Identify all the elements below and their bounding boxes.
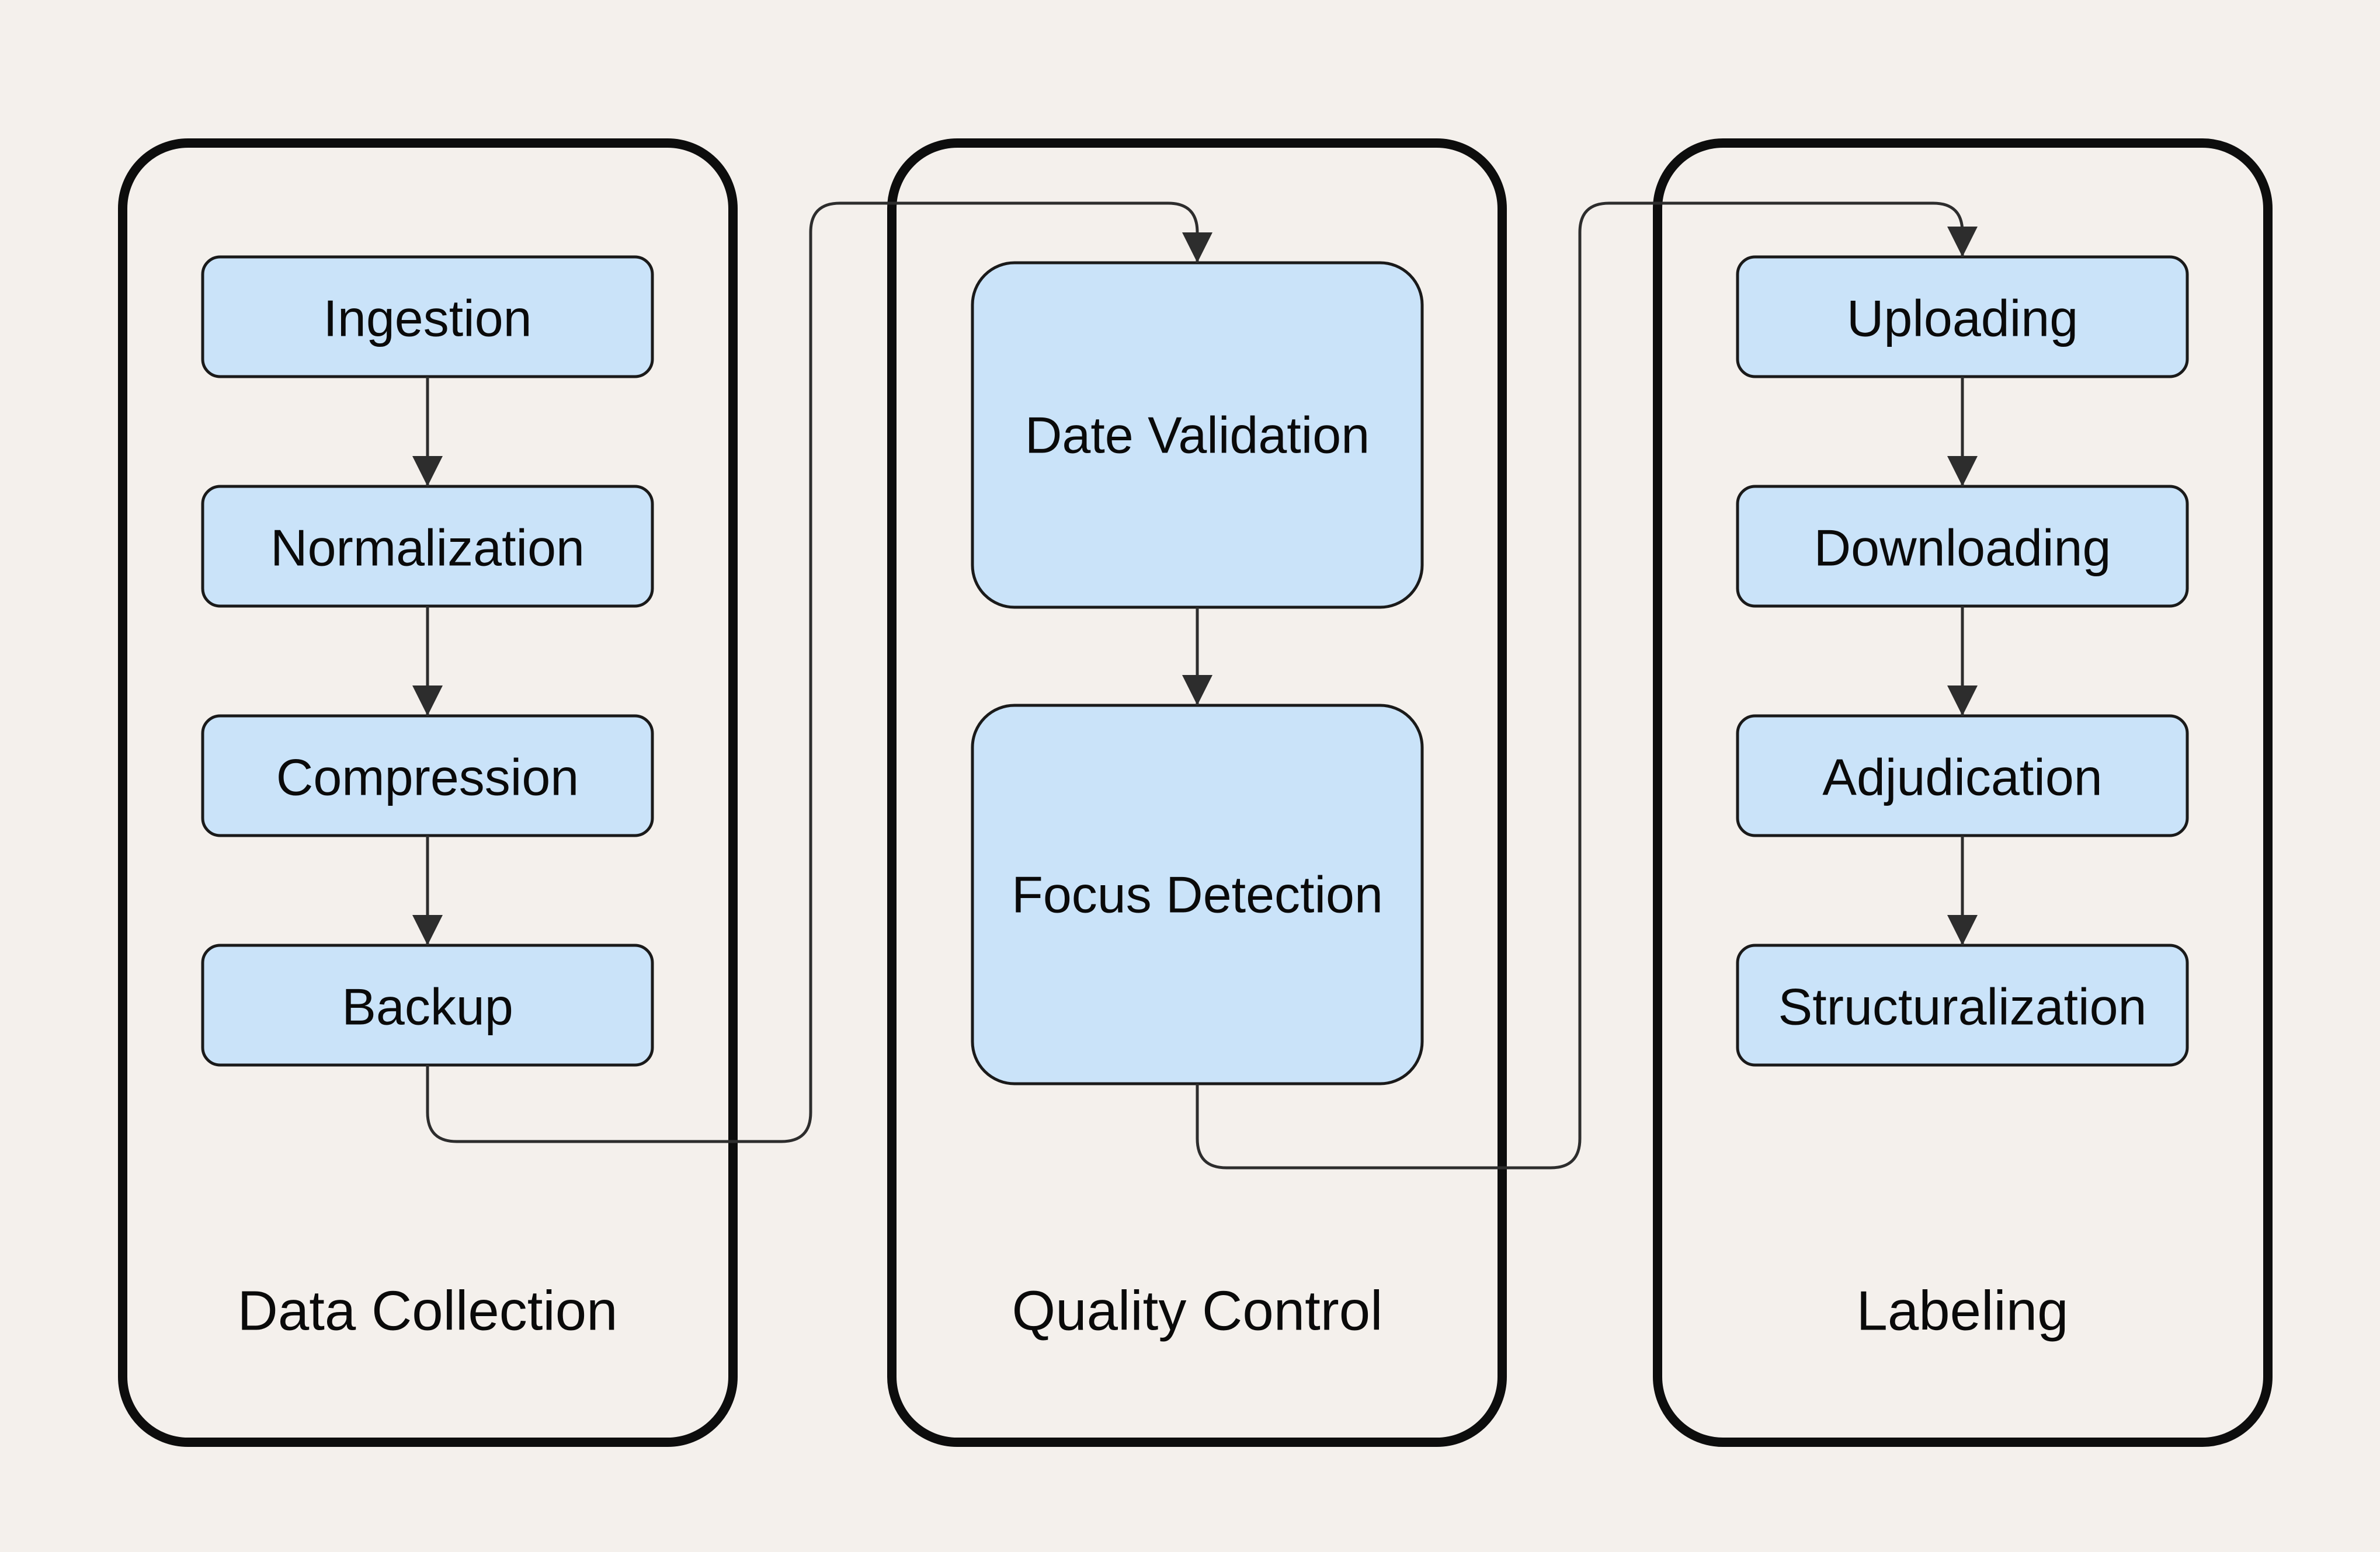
node-uploading: Uploading: [1736, 255, 2189, 378]
container-box-data-collection: [118, 138, 738, 1447]
container-box-labeling: [1653, 138, 2273, 1447]
container-data-collection: Data Collection: [118, 138, 738, 1447]
node-label-date-validation: Date Validation: [1025, 406, 1370, 464]
node-date-validation: Date Validation: [971, 261, 1424, 609]
node-adjudication: Adjudication: [1736, 714, 2189, 837]
container-labeling: Labeling: [1653, 138, 2273, 1447]
node-label-adjudication: Adjudication: [1822, 749, 2102, 806]
node-label-structuralization: Structuralization: [1778, 978, 2147, 1036]
node-focus-detection: Focus Detection: [971, 704, 1424, 1085]
container-quality-control: Quality Control: [887, 138, 1507, 1447]
node-label-downloading: Downloading: [1814, 519, 2111, 577]
node-label-normalization: Normalization: [270, 519, 585, 577]
node-label-compression: Compression: [276, 749, 579, 806]
node-structuralization: Structuralization: [1736, 944, 2189, 1067]
container-label-labeling: Labeling: [1857, 1280, 2069, 1342]
container-label-data-collection: Data Collection: [238, 1280, 618, 1342]
node-downloading: Downloading: [1736, 485, 2189, 608]
node-backup: Backup: [201, 944, 654, 1067]
container-box-quality-control: [887, 138, 1507, 1447]
node-normalization: Normalization: [201, 485, 654, 608]
node-label-ingestion: Ingestion: [323, 290, 531, 347]
node-ingestion: Ingestion: [201, 255, 654, 378]
node-label-focus-detection: Focus Detection: [1012, 866, 1383, 924]
edge-focus-detection-to-uploading: [1196, 201, 1978, 1170]
edge-backup-to-date-validation: [426, 201, 1212, 1143]
node-compression: Compression: [201, 714, 654, 837]
node-label-uploading: Uploading: [1847, 290, 2078, 347]
container-label-quality-control: Quality Control: [1012, 1280, 1383, 1342]
node-label-backup: Backup: [342, 978, 513, 1036]
